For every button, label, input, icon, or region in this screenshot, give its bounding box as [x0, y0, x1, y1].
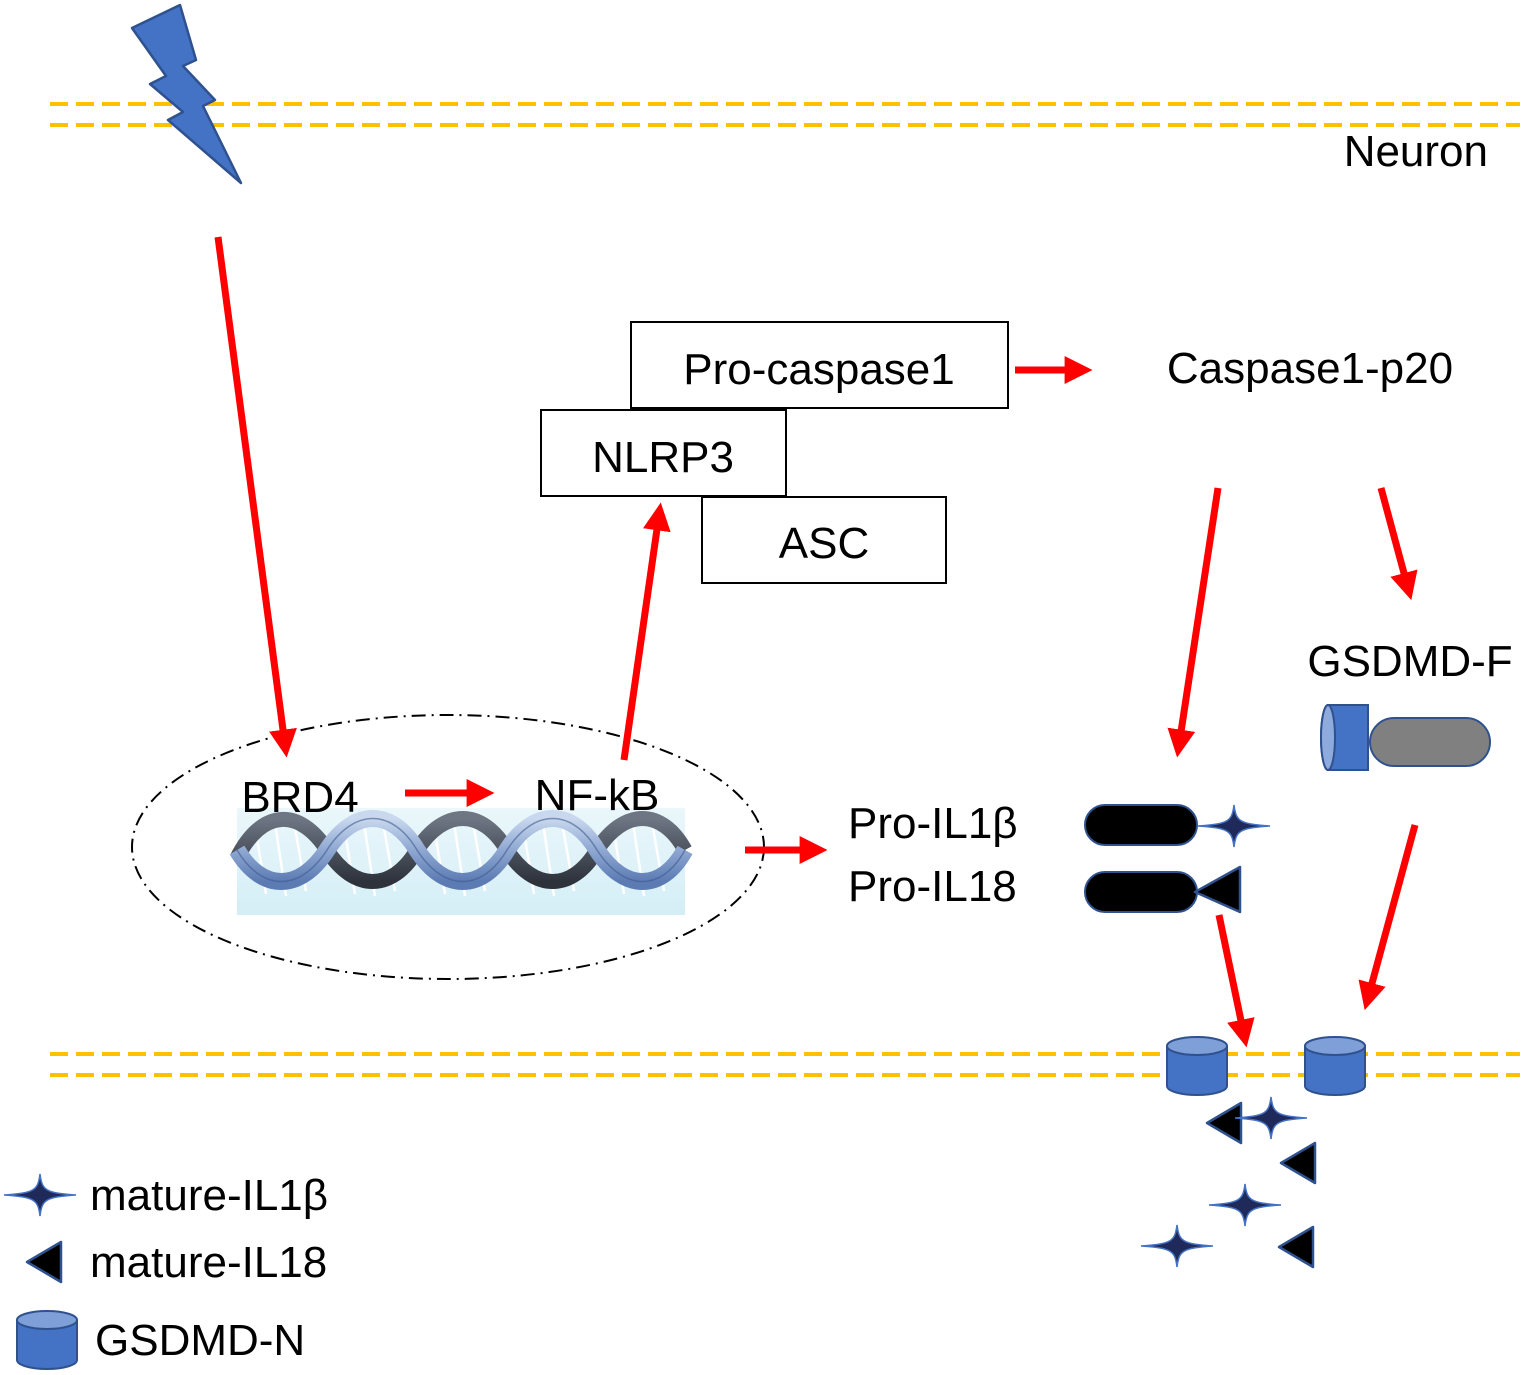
- mature-il18-icon: [1205, 1101, 1243, 1145]
- released-cytokines: [1140, 1096, 1317, 1269]
- il18-triangle-icon: [1193, 865, 1242, 914]
- asc-label: ASC: [779, 519, 869, 568]
- gsdmd-n-pore-right: [1304, 1036, 1366, 1096]
- nfkb-label: NF-kB: [535, 771, 660, 820]
- caspase1-p20-label: Caspase1-p20: [1167, 344, 1453, 393]
- legend-mature-il18-icon: [25, 1240, 63, 1284]
- legend: mature-IL1β mature-IL18 GSDMD-N: [3, 1171, 328, 1370]
- pro-il18-label: Pro-IL18: [848, 862, 1017, 911]
- gsdmd-n-pore-left: [1166, 1036, 1228, 1096]
- membrane-bottom: [50, 1052, 1520, 1077]
- arrow-stimulus-to-brd4: [214, 236, 297, 758]
- pro-caspase1-box: Pro-caspase1: [630, 321, 1009, 409]
- dna-double-helix-icon: [229, 808, 693, 915]
- arrow-caspase-to-pro-cytokines: [1167, 487, 1222, 758]
- lightning-bolt-icon: [130, 3, 243, 185]
- arrow-gsdmd-f-to-pore: [1358, 824, 1419, 1011]
- legend-mature-il1b-icon: [3, 1173, 77, 1217]
- pro-il1b-label: Pro-IL1β: [848, 799, 1018, 848]
- legend-mature-il18-label: mature-IL18: [90, 1238, 327, 1287]
- mature-il1b-icon: [1140, 1224, 1214, 1268]
- legend-mature-il1b-label: mature-IL1β: [90, 1171, 328, 1220]
- pro-caspase1-label: Pro-caspase1: [683, 345, 954, 394]
- pro-il18-molecule: [1084, 865, 1242, 914]
- membrane-top: [50, 102, 1520, 127]
- mature-il18-icon: [1279, 1141, 1317, 1185]
- arrow-caspase-to-gsdmd-f: [1377, 487, 1418, 601]
- legend-gsdmd-n-label: GSDMD-N: [95, 1316, 305, 1365]
- gsdmd-f-label: GSDMD-F: [1307, 637, 1512, 686]
- legend-gsdmd-n-icon: [16, 1310, 78, 1370]
- nlrp3-label: NLRP3: [592, 433, 734, 482]
- brd4-label: BRD4: [241, 773, 358, 822]
- arrow-nfkb-to-nlrp3: [620, 502, 671, 761]
- nlrp3-box: NLRP3: [540, 409, 787, 497]
- arrow-cytokines-to-pore: [1215, 914, 1255, 1048]
- asc-box: ASC: [701, 496, 947, 584]
- pathway-arrows: [214, 236, 1419, 1048]
- mature-il18-icon: [1277, 1225, 1315, 1269]
- gsdmd-f-molecule: [1320, 704, 1491, 771]
- cell-label: Neuron: [1344, 127, 1488, 176]
- mature-il1b-icon: [1208, 1183, 1282, 1227]
- il1b-star-icon: [1197, 804, 1271, 848]
- pro-il1b-molecule: [1084, 804, 1271, 848]
- mature-il1b-icon: [1234, 1096, 1308, 1140]
